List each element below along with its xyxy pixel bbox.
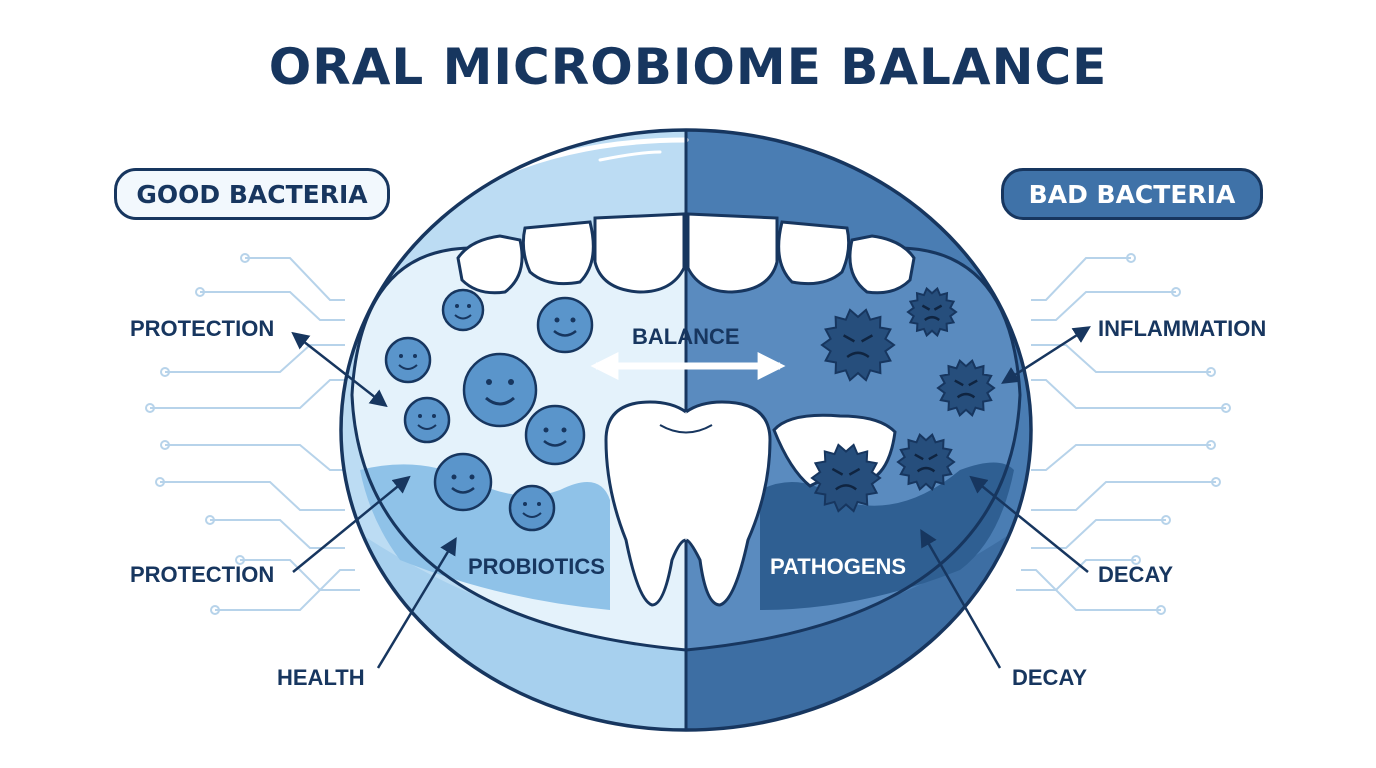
callout-protection-bottom: PROTECTION xyxy=(130,562,275,587)
good-bacterium xyxy=(508,484,556,532)
balance-label: BALANCE xyxy=(632,324,740,349)
good-bacteria-badge-label: GOOD BACTERIA xyxy=(136,179,368,209)
bad-bacterium xyxy=(820,308,896,382)
callout-arrows xyxy=(291,326,1091,669)
callout-decay-right: DECAY xyxy=(1098,562,1173,587)
callout-inflammation: INFLAMMATION xyxy=(1098,316,1267,341)
good-bacteria xyxy=(384,288,594,532)
circuit-lines-left xyxy=(145,253,360,615)
bad-bacterium xyxy=(936,359,996,417)
callout-protection-top: PROTECTION xyxy=(130,316,275,341)
callout-health: HEALTH xyxy=(277,665,365,690)
good-bacterium xyxy=(384,336,432,384)
probiotics-label: PROBIOTICS xyxy=(468,554,605,579)
good-bacterium xyxy=(524,404,586,466)
bad-bacteria xyxy=(810,286,996,513)
good-bacterium xyxy=(433,452,493,512)
bad-bacterium xyxy=(810,443,882,513)
molar-tooth xyxy=(604,400,772,607)
callout-decay-bottom: DECAY xyxy=(1012,665,1087,690)
good-bacterium xyxy=(403,396,451,444)
good-bacterium xyxy=(441,288,485,332)
good-bacteria-badge: GOOD BACTERIA xyxy=(114,168,390,220)
circuit-lines-right xyxy=(1016,253,1231,615)
bad-bacterium xyxy=(896,433,956,491)
good-bacterium xyxy=(462,352,538,428)
upper-teeth xyxy=(456,212,916,295)
page-title: ORAL MICROBIOME BALANCE xyxy=(268,38,1108,96)
pathogens-label: PATHOGENS xyxy=(770,554,907,579)
good-bacterium xyxy=(536,296,594,354)
bad-bacteria-badge: BAD BACTERIA xyxy=(1001,168,1263,220)
bad-bacterium xyxy=(906,286,958,338)
bad-bacteria-badge-label: BAD BACTERIA xyxy=(1028,179,1236,209)
